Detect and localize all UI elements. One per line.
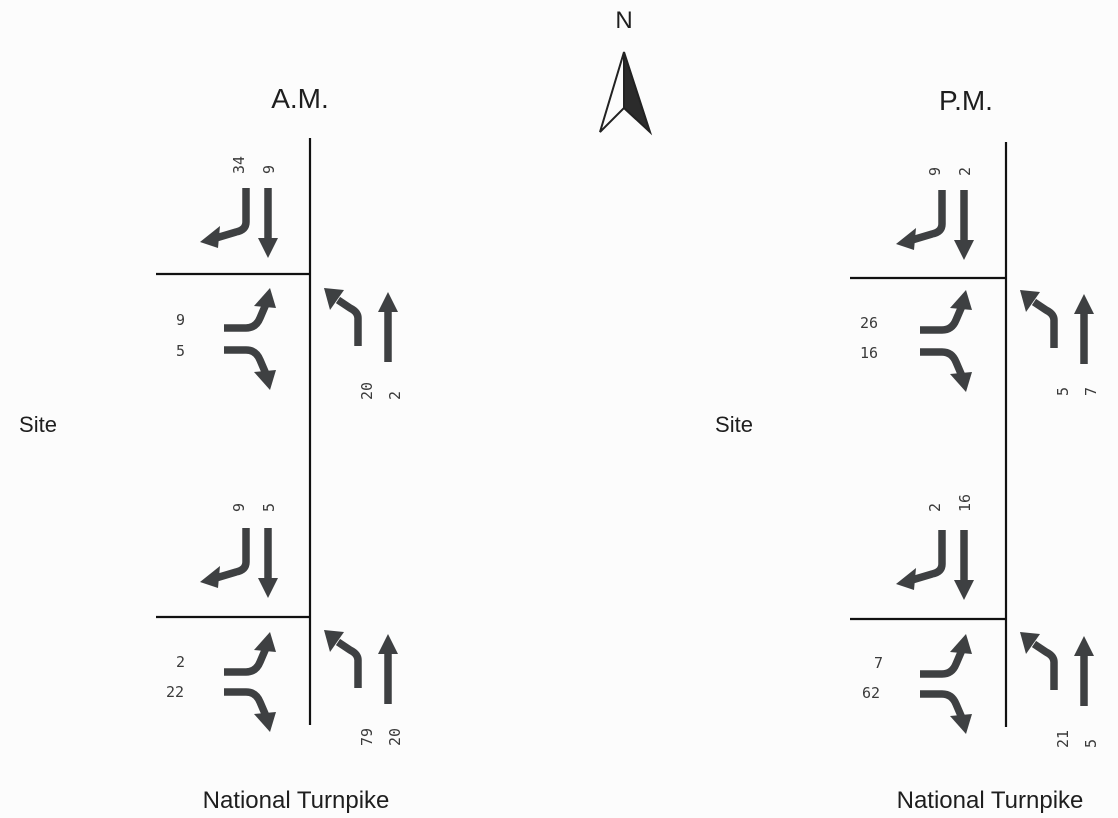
eastbound-right-arrow-icon <box>920 694 972 734</box>
compass-label: N <box>615 7 632 34</box>
intersection-2: 2 16 7 62 21 5 <box>862 494 1100 748</box>
eb-left-volume: 7 <box>874 654 883 672</box>
panel-am: A.M. Site National Turnpike 34 9 9 5 20 … <box>19 83 404 814</box>
northbound-through-arrow-icon <box>378 634 398 704</box>
sb-through-volume: 9 <box>260 165 278 174</box>
eb-right-volume: 22 <box>166 683 184 701</box>
nb-through-volume: 2 <box>386 391 404 400</box>
northbound-through-arrow-icon <box>1074 636 1094 706</box>
intersection-1: 34 9 9 5 20 2 <box>176 156 404 400</box>
eastbound-right-arrow-icon <box>224 692 276 732</box>
northbound-through-arrow-icon <box>1074 294 1094 364</box>
eb-left-volume: 26 <box>860 314 878 332</box>
eb-right-volume: 5 <box>176 342 185 360</box>
eastbound-left-arrow-icon <box>224 632 276 672</box>
northbound-left-arrow-icon <box>324 630 358 688</box>
southbound-left-arrow-icon <box>896 530 942 590</box>
intersection-1: 9 2 26 16 5 7 <box>860 167 1100 396</box>
eastbound-left-arrow-icon <box>920 634 972 674</box>
southbound-through-arrow-icon <box>258 188 278 258</box>
southbound-left-arrow-icon <box>200 528 246 588</box>
panel-pm: P.M. Site National Turnpike 9 2 26 16 5 … <box>715 85 1100 814</box>
sb-left-volume: 34 <box>230 156 248 174</box>
northbound-left-arrow-icon <box>1020 290 1054 348</box>
nb-left-volume: 21 <box>1054 730 1072 748</box>
eb-right-volume: 16 <box>860 344 878 362</box>
road-label: National Turnpike <box>203 787 390 814</box>
eb-left-volume: 2 <box>176 653 185 671</box>
sb-through-volume: 16 <box>956 494 974 512</box>
eastbound-right-arrow-icon <box>920 352 972 392</box>
nb-left-volume: 5 <box>1054 387 1072 396</box>
nb-left-volume: 20 <box>358 382 376 400</box>
northbound-through-arrow-icon <box>378 292 398 362</box>
eb-right-volume: 62 <box>862 684 880 702</box>
sb-through-volume: 5 <box>260 503 278 512</box>
southbound-through-arrow-icon <box>954 190 974 260</box>
site-label: Site <box>715 412 753 437</box>
northbound-left-arrow-icon <box>1020 632 1054 690</box>
nb-through-volume: 5 <box>1082 739 1100 748</box>
site-label: Site <box>19 412 57 437</box>
southbound-through-arrow-icon <box>258 528 278 598</box>
sb-left-volume: 2 <box>926 503 944 512</box>
southbound-left-arrow-icon <box>896 190 942 250</box>
nb-through-volume: 20 <box>386 728 404 746</box>
road-label: National Turnpike <box>897 787 1084 814</box>
eb-left-volume: 9 <box>176 311 185 329</box>
panel-title: P.M. <box>939 85 993 116</box>
panel-title: A.M. <box>271 83 329 114</box>
eastbound-right-arrow-icon <box>224 350 276 390</box>
eastbound-left-arrow-icon <box>224 288 276 328</box>
southbound-through-arrow-icon <box>954 530 974 600</box>
southbound-left-arrow-icon <box>200 188 246 248</box>
sb-left-volume: 9 <box>926 167 944 176</box>
nb-through-volume: 7 <box>1082 387 1100 396</box>
northbound-left-arrow-icon <box>324 288 358 346</box>
sb-left-volume: 9 <box>230 503 248 512</box>
nb-left-volume: 79 <box>358 728 376 746</box>
sb-through-volume: 2 <box>956 167 974 176</box>
eastbound-left-arrow-icon <box>920 290 972 330</box>
north-arrow-icon <box>599 51 653 136</box>
intersection-2: 9 5 2 22 79 20 <box>166 503 404 746</box>
